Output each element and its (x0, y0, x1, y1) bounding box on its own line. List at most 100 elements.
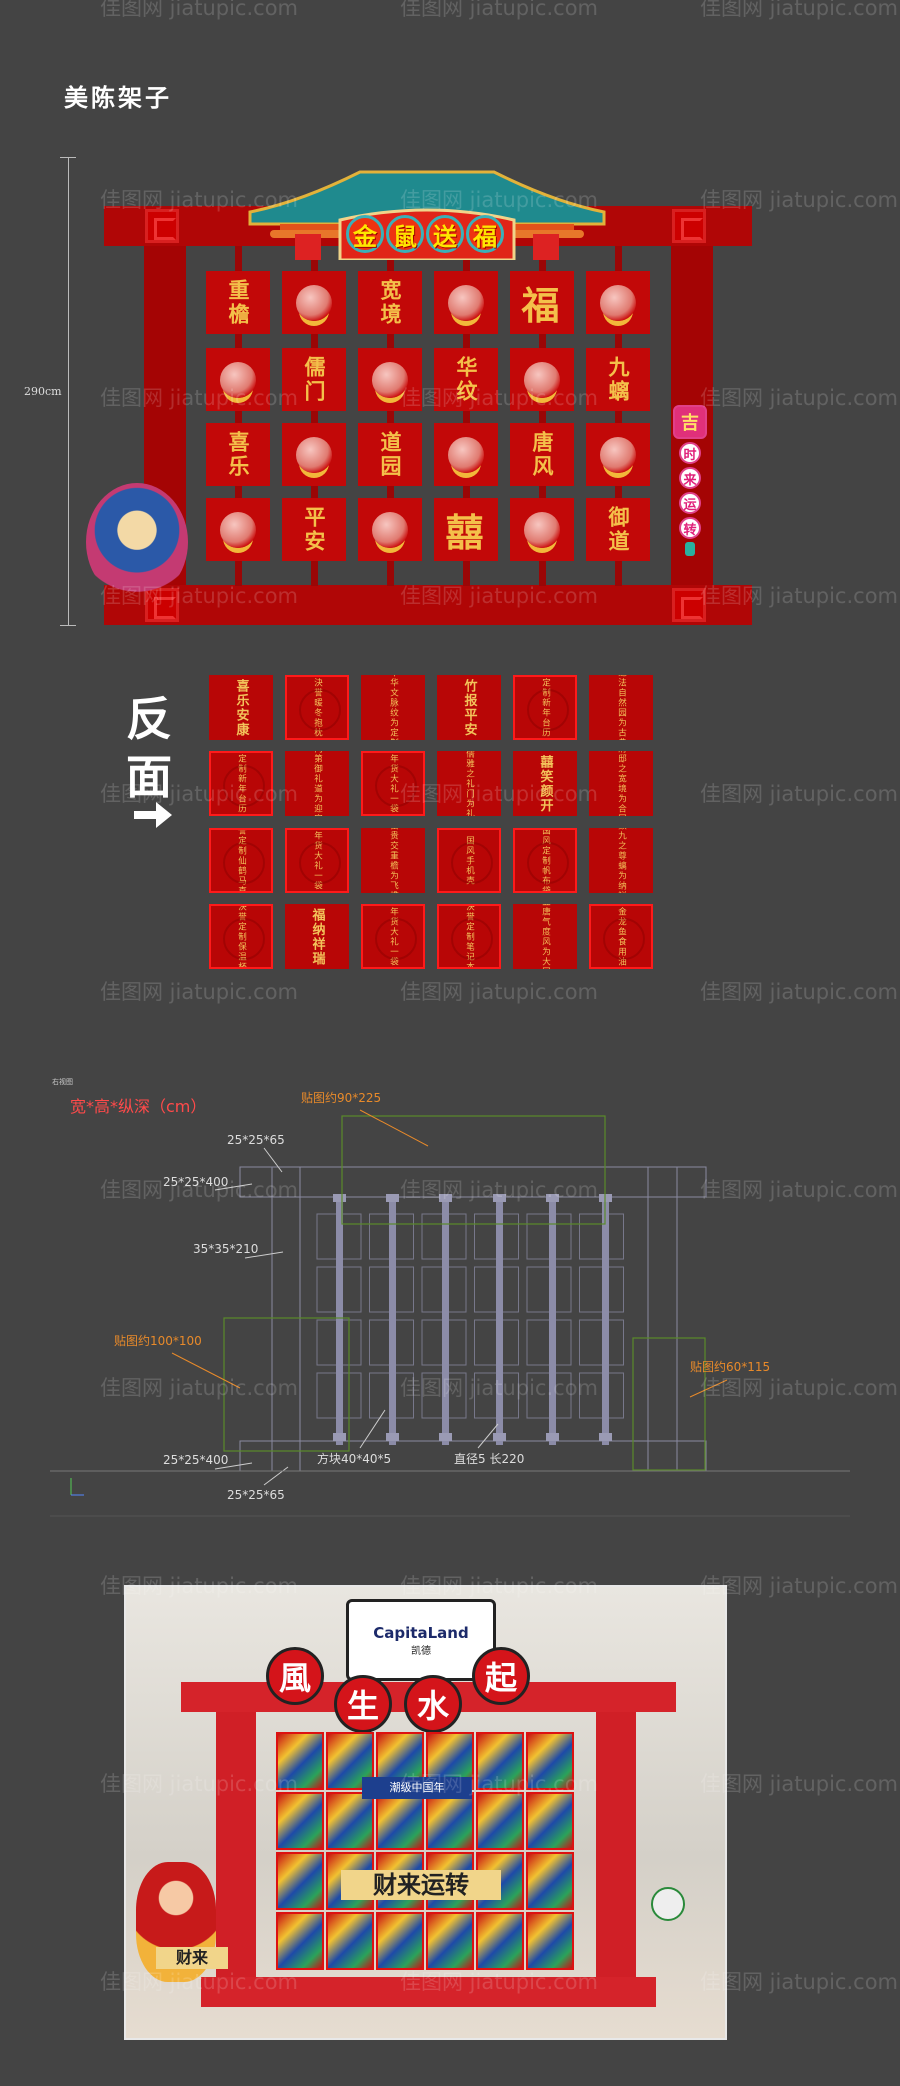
front-card-text: 御道 (586, 498, 650, 561)
meander-ornament-icon (145, 209, 179, 243)
rod (496, 1197, 503, 1445)
back-card-text: 儒为儒雅之礼 (464, 751, 475, 789)
back-card-text: 保温杯 (236, 941, 247, 969)
hanging-rod (539, 246, 546, 586)
hanging-rod (387, 246, 394, 586)
top-decal-outline (341, 1115, 606, 1225)
front-card-text: 道园 (358, 423, 422, 486)
sign-char: 生 (334, 1675, 392, 1733)
rod-end-block (439, 1194, 452, 1202)
rod-end-block (493, 1194, 506, 1202)
back-card-text: 囍笑颜开 (537, 754, 553, 813)
sign-char: 送 (426, 215, 464, 253)
tassel-bell-icon (685, 542, 695, 556)
rod-end-block (599, 1433, 612, 1441)
photo-panel (426, 1792, 474, 1850)
back-card: 喜乐安康 (209, 675, 273, 740)
photo-panel (476, 1912, 524, 1970)
pendant-char: 转 (679, 517, 701, 539)
height-dimension-line (68, 157, 69, 625)
panel-outline (579, 1213, 624, 1260)
lotus-flower-cutout (651, 1887, 685, 1921)
pendant-char: 吉 (673, 405, 707, 439)
back-card: 儒为儒雅之礼门为礼之门 (437, 751, 501, 816)
back-card: 決誉暖冬抱枕 (285, 675, 349, 740)
back-card-text: 园为古典园林 (616, 707, 627, 741)
back-card-text: 螭为纳祥之螭 (616, 860, 627, 894)
dimension-tick-top (60, 157, 76, 158)
photo-left-post (216, 1712, 256, 1982)
hanging-rod (311, 246, 318, 586)
back-card-text: 新年台历一份 (236, 773, 247, 816)
front-card-illustration (206, 498, 270, 561)
sign-char: 金 (346, 215, 384, 253)
pendant-char: 来 (679, 467, 701, 489)
back-card-text: 道为道法自然 (616, 675, 627, 708)
back-card-text: 金龙鱼食用油 (616, 906, 627, 967)
left-decal-outline (223, 1317, 350, 1452)
photo-panel (526, 1912, 574, 1970)
back-card-text: 九为数九之尊 (616, 828, 627, 861)
back-card-text: 帆布袋 (540, 865, 551, 893)
watermark-text: 佳图网 jiatupic.com (100, 980, 298, 1004)
back-card-text: 宽为府邸之宽 (616, 751, 627, 784)
mouse-illustration-icon (220, 361, 256, 398)
watermark-text: 佳图网 jiatupic.com (700, 980, 898, 1004)
back-card: 年货大礼一袋 (361, 904, 425, 969)
back-card-text: 门为礼之门 (464, 788, 475, 817)
front-card-illustration (282, 423, 346, 486)
watermark-text: 佳图网 jiatupic.com (700, 1574, 898, 1598)
axis-gizmo-icon (70, 1478, 84, 1496)
dimension-tick-bottom (60, 625, 76, 626)
front-card-text: 华纹 (434, 348, 498, 411)
front-card-illustration (358, 348, 422, 411)
back-card-text: 纹为定制纹样 (388, 707, 399, 741)
front-card-text: 福 (510, 271, 574, 334)
hanging-rod (463, 246, 470, 586)
sign-char: 福 (466, 215, 504, 253)
back-card-text: 竹报平安 (461, 678, 477, 737)
installation-photo: CapitaLand 凯德 風 生 水 起 潮级中国年 财来运转 财来 (124, 1585, 727, 2040)
front-card-text: 喜乐 (206, 423, 270, 486)
pendant-char: 运 (679, 492, 701, 514)
photo-panel (376, 1792, 424, 1850)
bottom-small-beam-label: 25*25*65 (227, 1488, 285, 1502)
sign-char: 鼠 (386, 215, 424, 253)
dimension-heading: 宽*高*纵深（cm） (70, 1097, 207, 1116)
rod-end-block (546, 1433, 559, 1441)
mouse-fortune-illustration-icon (448, 436, 484, 473)
front-card-illustration (586, 423, 650, 486)
back-card: 竹报平安 (437, 675, 501, 740)
rod (442, 1197, 449, 1445)
back-card: 福纳祥瑞 (285, 904, 349, 969)
mouse-gourd-illustration-icon (372, 361, 408, 398)
back-card: 御为门第御礼道为迎宾大道 (285, 751, 349, 816)
back-card: 金龙鱼食用油 (589, 904, 653, 969)
left-post-outline (271, 1166, 301, 1472)
hanging-rod (615, 246, 622, 586)
mouse-lion-illustration-icon (296, 436, 332, 473)
back-card: 道为道法自然园为古典园林 (589, 675, 653, 740)
front-card-text: 重檐 (206, 271, 270, 334)
back-card: 決誉定制笔记本 (437, 904, 501, 969)
back-card-text: 重为富贵交重 (388, 828, 399, 861)
front-card-text: 唐风 (510, 423, 574, 486)
back-card-text: 道为迎宾大道 (312, 783, 323, 817)
front-card-illustration (358, 498, 422, 561)
back-card-text: 決誉定制 (540, 675, 551, 698)
back-card: 年货大礼一袋 (361, 751, 425, 816)
watermark-text: 佳图网 jiatupic.com (700, 1970, 898, 1994)
back-card-text: 华为中华文脉 (388, 675, 399, 708)
sign-char: 風 (266, 1647, 324, 1705)
rod (336, 1197, 343, 1445)
arrow-right-icon (134, 802, 172, 828)
watermark-text: 佳图网 jiatupic.com (700, 0, 898, 20)
photo-panel (276, 1852, 324, 1910)
rod-end-block (493, 1433, 506, 1441)
back-card: 囍笑颜开 (513, 751, 577, 816)
photo-panel (476, 1792, 524, 1850)
back-card-text: 新年台历一份 (540, 697, 551, 740)
right-decal-label: 贴图约60*115 (690, 1360, 771, 1374)
back-side-title: 反面 (126, 692, 172, 804)
front-card-illustration (510, 348, 574, 411)
